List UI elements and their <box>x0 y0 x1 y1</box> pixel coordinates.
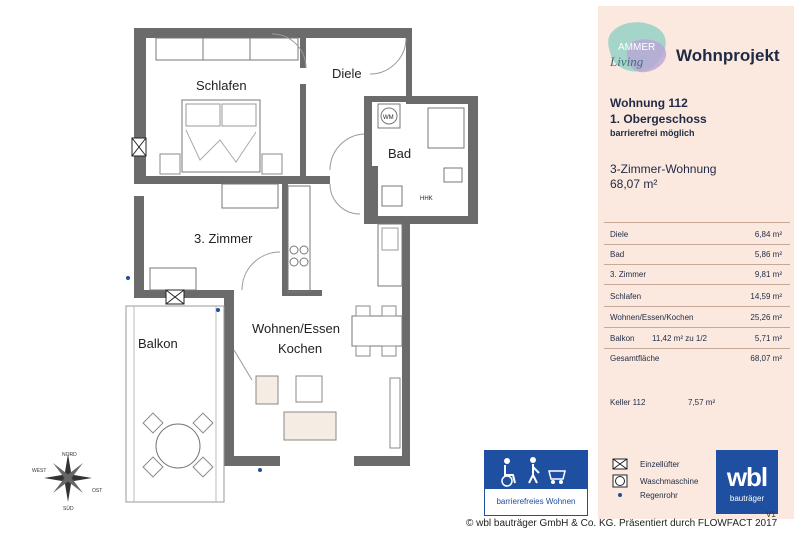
compass-south: SÜD <box>63 505 74 512</box>
wbl-logo-text: wbl <box>726 462 768 492</box>
room-label-bad: Bad <box>388 146 411 161</box>
area-label: Diele <box>610 230 629 239</box>
compass-north: NORD <box>62 452 77 458</box>
divider <box>604 244 790 245</box>
area-row-zimmer3: 3. Zimmer 9,81 m² <box>610 270 782 279</box>
area-row-balkon: Balkon 11,42 m² zu 1/2 5,71 m² <box>610 334 782 343</box>
barrierefrei-label: barrierefreies Wohnen <box>496 497 576 506</box>
wbl-logo-sub: bauträger <box>729 494 765 503</box>
ventilator-icon <box>612 458 628 470</box>
area-value: 14,59 m² <box>750 292 782 301</box>
logo-text-top: AMMER <box>618 42 655 53</box>
logo-text-bottom: Living <box>609 54 644 69</box>
area-label: Wohnen/Essen/Kochen <box>610 313 694 322</box>
accessibility-pictogram <box>485 451 587 489</box>
area-row-bad: Bad 5,86 m² <box>610 250 782 259</box>
area-value: 25,26 m² <box>750 313 782 322</box>
room-label-kochen: Kochen <box>278 341 322 356</box>
divider <box>604 284 790 285</box>
unit-accessibility: barrierefrei möglich <box>610 128 695 138</box>
area-balcony-calc: 11,42 m² zu 1/2 <box>652 334 707 343</box>
page-title: Wohnprojekt <box>676 46 780 65</box>
room-label-diele: Diele <box>332 66 362 81</box>
area-label: Gesamtfläche <box>610 354 660 363</box>
unit-floor: 1. Obergeschoss <box>610 112 707 126</box>
area-value: 9,81 m² <box>754 270 782 279</box>
compass-icon: NORD SÜD WEST OST <box>32 452 102 512</box>
area-label: Balkon <box>610 334 635 343</box>
divider <box>604 327 790 328</box>
area-label: 3. Zimmer <box>610 270 646 279</box>
divider <box>604 348 790 349</box>
info-panel <box>598 6 794 519</box>
washing-machine-icon <box>612 474 628 488</box>
area-row-schlafen: Schlafen 14,59 m² <box>610 292 782 301</box>
area-value: 5,86 m² <box>754 250 782 259</box>
legend-label: Waschmaschine <box>640 477 699 486</box>
unit-total: 68,07 m² <box>610 177 658 191</box>
area-label: Schlafen <box>610 292 642 301</box>
legend-label: Einzellüfter <box>640 460 680 469</box>
area-value: 5,71 m² <box>754 334 782 343</box>
area-row-total: Gesamtfläche 68,07 m² <box>610 354 782 363</box>
cellar-value: 7,57 m² <box>688 398 716 407</box>
compass-west: WEST <box>32 468 46 474</box>
divider <box>604 264 790 265</box>
wbl-logo: wbl bauträger <box>716 450 778 514</box>
ammer-living-logo: AMMER Living <box>608 22 667 73</box>
unit-type: 3-Zimmer-Wohnung <box>610 162 717 176</box>
barrierefrei-badge: barrierefreies Wohnen <box>484 450 588 516</box>
area-row-diele: Diele 6,84 m² <box>610 230 782 239</box>
area-row-wohnen: Wohnen/Essen/Kochen 25,26 m² <box>610 313 782 322</box>
downpipe-dot-icon <box>618 493 622 497</box>
area-value: 6,84 m² <box>754 230 782 239</box>
room-label-schlafen: Schlafen <box>196 78 247 93</box>
legend-label: Regenrohr <box>640 491 678 500</box>
floor-plan: Schlafen Diele Bad 3. Zimmer Wohnen/Esse… <box>32 28 478 512</box>
divider <box>604 222 790 223</box>
area-value: 68,07 m² <box>750 354 782 363</box>
divider <box>604 306 790 307</box>
area-label: Bad <box>610 250 625 259</box>
unit-name: Wohnung 112 <box>610 96 688 110</box>
ventilator-icon <box>131 137 147 157</box>
cellar-label: Keller 112 <box>610 398 646 407</box>
hhk-label: HHK <box>420 196 433 202</box>
version-label: V1 <box>766 510 776 519</box>
room-label-balkon: Balkon <box>138 336 178 351</box>
ventilator-icon <box>165 289 185 305</box>
room-label-wohnen: Wohnen/Essen <box>252 321 340 336</box>
washing-machine-label: WM <box>383 115 394 121</box>
copyright-footer: © wbl bauträger GmbH & Co. KG. Präsentie… <box>466 518 778 529</box>
room-label-zimmer3: 3. Zimmer <box>194 231 253 246</box>
compass-east: OST <box>92 488 102 494</box>
